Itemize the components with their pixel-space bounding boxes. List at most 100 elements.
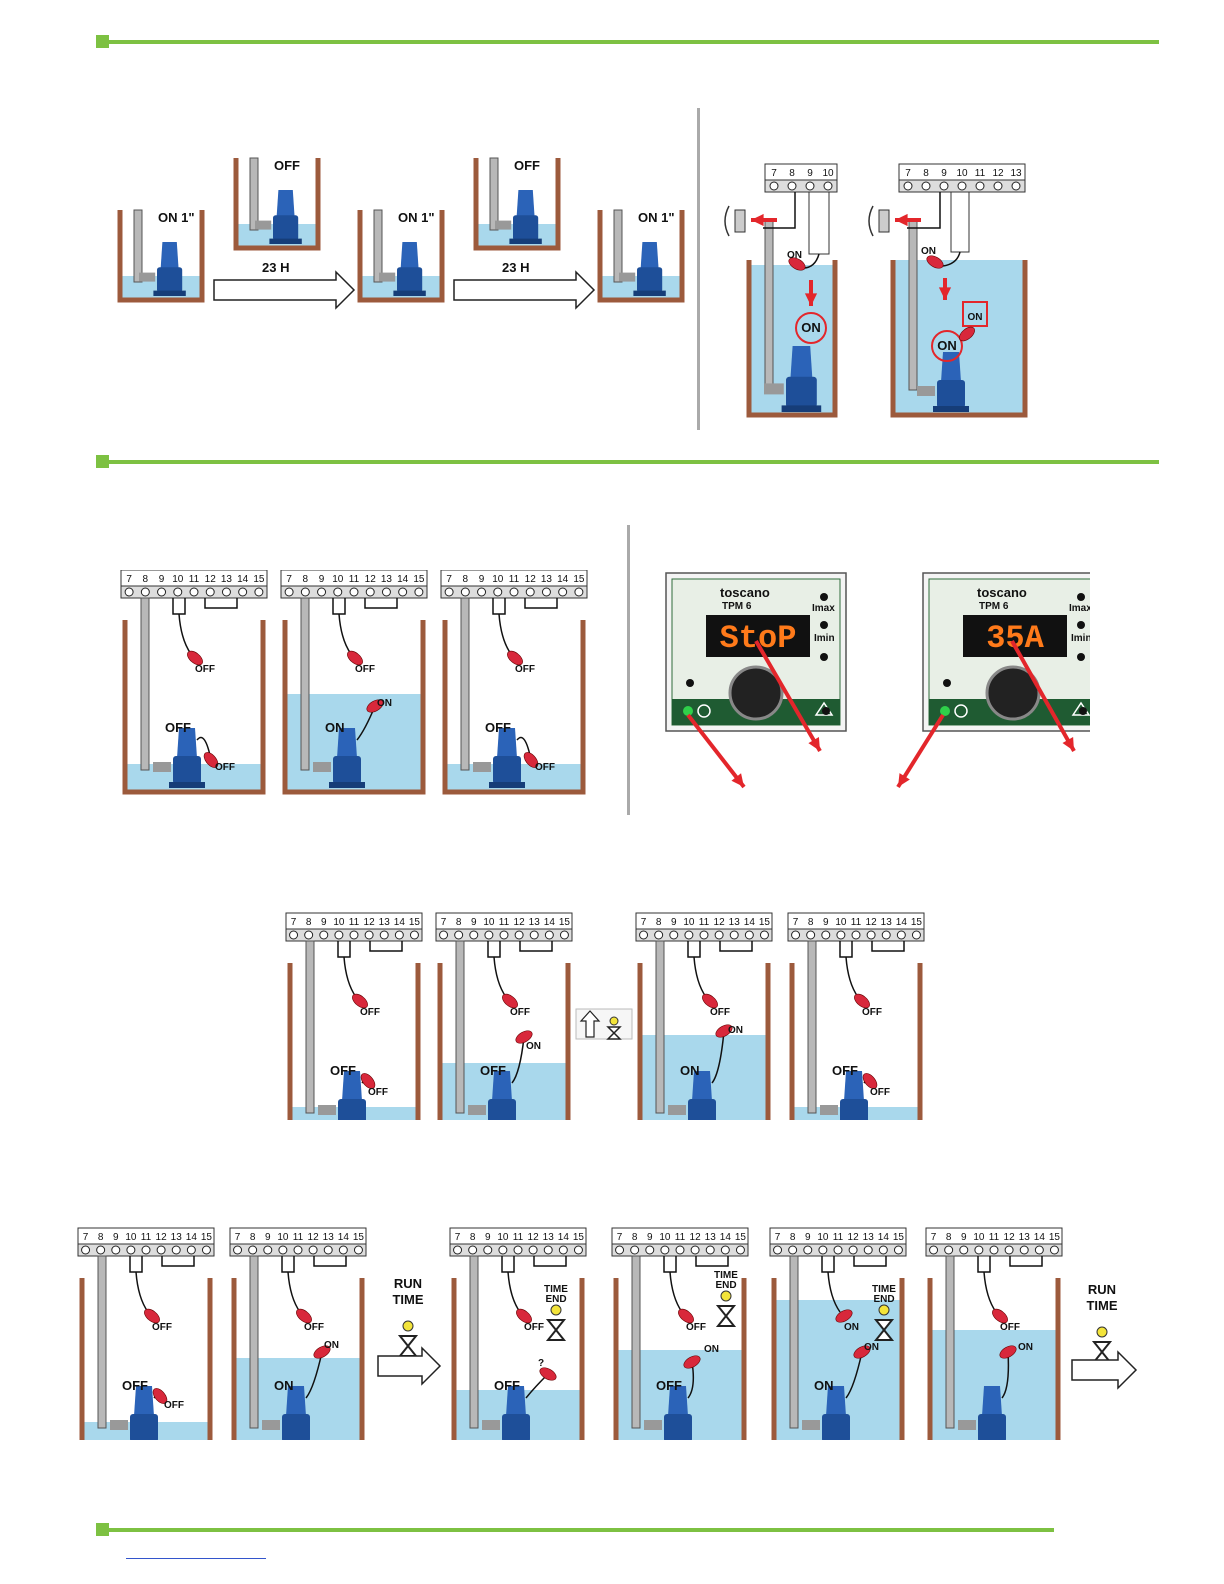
- terminal-screw: [660, 1245, 670, 1255]
- state-label: OFF: [535, 762, 555, 773]
- terminal-number: 9: [961, 1232, 967, 1243]
- float-switch: [144, 1308, 160, 1324]
- terminal-number: 15: [253, 574, 265, 585]
- terminal-number: 13: [729, 917, 741, 928]
- terminal-number: 10: [332, 574, 344, 585]
- pump-body: [173, 756, 201, 784]
- terminal-number: 8: [656, 917, 662, 928]
- terminal-number: 10: [277, 1232, 289, 1243]
- terminal-screw: [284, 587, 294, 597]
- terminal-number: 8: [632, 1232, 638, 1243]
- terminal-number: 15: [735, 1232, 747, 1243]
- terminal-screw: [349, 587, 359, 597]
- pump-motor: [177, 728, 197, 758]
- pump-outlet: [318, 1105, 336, 1115]
- state-label: OFF: [195, 664, 215, 675]
- discharge-pipe: [613, 209, 623, 283]
- pump-body: [397, 267, 423, 293]
- pump-outlet: [668, 1105, 686, 1115]
- terminal-screw: [705, 1245, 715, 1255]
- terminal-number: 15: [353, 1232, 365, 1243]
- run-time-label: TIME: [1086, 1298, 1117, 1313]
- terminal-screw: [675, 1245, 685, 1255]
- pump-run-icon: [697, 704, 711, 718]
- hourglass-icon: [545, 1319, 567, 1341]
- pump-state-label: ON: [325, 720, 345, 735]
- pump-outlet: [262, 1420, 280, 1430]
- terminal-screw: [444, 587, 454, 597]
- terminal-screw: [529, 930, 539, 940]
- pump-outlet: [619, 272, 636, 282]
- terminal-screw: [409, 930, 419, 940]
- terminal-number: 8: [143, 574, 149, 585]
- float-cable: [663, 1256, 677, 1273]
- terminal-number: 12: [525, 574, 537, 585]
- terminal-screw: [744, 930, 754, 940]
- alarm-led: [1079, 707, 1087, 715]
- float-switch: [502, 993, 518, 1009]
- terminal-screw: [615, 1245, 625, 1255]
- terminal-number: 9: [265, 1232, 271, 1243]
- float-cable: [821, 1256, 835, 1273]
- terminal-number: 12: [514, 917, 526, 928]
- discharge-pipe: [908, 219, 918, 391]
- terminal-screw: [453, 1245, 463, 1255]
- terminal-number: 9: [321, 917, 327, 928]
- terminal-screw: [543, 1245, 553, 1255]
- refill-indicator: [575, 1008, 633, 1040]
- imax-led: [1077, 593, 1085, 601]
- terminal-screw: [893, 1245, 903, 1255]
- time-end-label: TIME: [872, 1284, 896, 1295]
- terminal-number: 14: [1034, 1232, 1046, 1243]
- terminal-screw: [788, 1245, 798, 1255]
- imax-label: Imax: [1069, 603, 1090, 614]
- state-label: ON 1": [398, 210, 435, 225]
- terminal-screw: [805, 181, 815, 191]
- pump-outlet: [802, 1420, 820, 1430]
- terminal-number: 10: [492, 574, 504, 585]
- discharge-pipe: [655, 940, 665, 1114]
- pump-icon: [255, 190, 302, 244]
- float-switch: [313, 1345, 331, 1359]
- terminal-number: 14: [186, 1232, 198, 1243]
- terminal-screw: [263, 1245, 273, 1255]
- section-rule: [104, 1528, 1054, 1532]
- pump-motor: [286, 1386, 306, 1416]
- terminal-screw: [289, 930, 299, 940]
- terminal-number: 8: [923, 168, 929, 179]
- pump-outlet: [473, 762, 491, 772]
- terminal-screw: [939, 181, 949, 191]
- state-label: OFF: [870, 1087, 890, 1098]
- pump-base: [781, 405, 822, 412]
- float-switch: [926, 255, 944, 269]
- terminal-number: 9: [823, 917, 829, 928]
- tank-wall: [122, 620, 266, 795]
- red-arrow-head: [898, 773, 910, 787]
- float-cable: [313, 1256, 347, 1267]
- terminal-screw: [896, 930, 906, 940]
- pump-base: [489, 782, 525, 788]
- float-switch: [352, 993, 368, 1009]
- red-arrow-head: [895, 213, 908, 227]
- terminal-screw: [171, 1245, 181, 1255]
- panel-knob: [728, 665, 784, 721]
- terminal-number: 7: [641, 917, 647, 928]
- section-marker: [96, 1523, 109, 1536]
- terminal-number: 7: [455, 1232, 461, 1243]
- imax-led: [820, 593, 828, 601]
- discharge-pipe: [807, 940, 817, 1114]
- terminal-number: 8: [470, 1232, 476, 1243]
- terminal-screw: [769, 181, 779, 191]
- float-cable: [501, 1256, 515, 1273]
- terminal-number: 14: [544, 917, 556, 928]
- terminal-number: 14: [878, 1232, 890, 1243]
- terminal-screw: [349, 930, 359, 940]
- lamp-icon: [878, 1304, 890, 1316]
- panel-model: TPM 6: [979, 601, 1009, 612]
- float-switch: [683, 1355, 701, 1369]
- terminal-screw: [513, 1245, 523, 1255]
